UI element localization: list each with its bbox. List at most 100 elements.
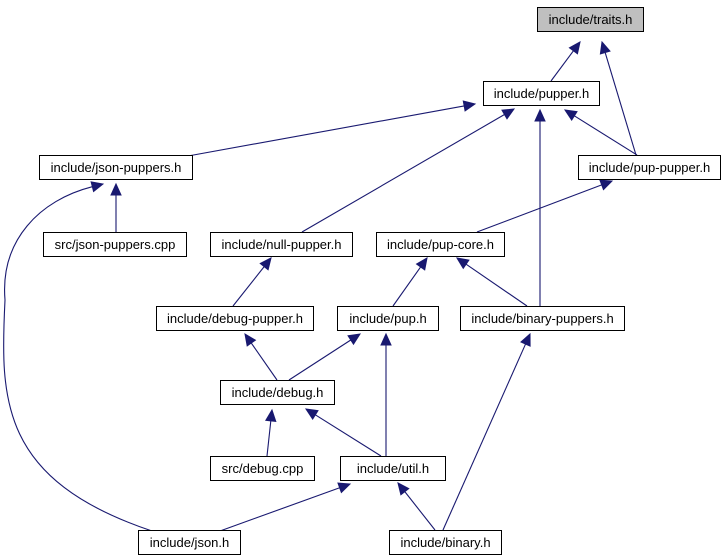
edge-json-to-json-puppers [3, 181, 153, 532]
edge-binary-puppers-to-pupper [534, 108, 546, 306]
edge-line [288, 339, 352, 381]
node-pup-core[interactable]: include/pup-core.h [376, 232, 505, 257]
arrow-head [265, 408, 277, 423]
node-pup[interactable]: include/pup.h [337, 306, 439, 331]
node-binary-puppers[interactable]: include/binary-puppers.h [460, 306, 625, 331]
edge-line [550, 50, 574, 82]
node-box [537, 7, 644, 32]
edge-line [574, 115, 638, 156]
edge-debug-to-debug-pupper [244, 333, 278, 381]
edge-line [604, 52, 637, 156]
node-label: include/pup.h [349, 311, 426, 326]
node-box [220, 380, 335, 405]
edge-json-to-util [219, 482, 352, 532]
arrow-head [380, 332, 392, 346]
edge-pup-core-to-pup-pupper [476, 179, 614, 233]
node-pup-pupper[interactable]: include/pup-pupper.h [578, 155, 721, 180]
node-box [483, 81, 600, 106]
node-box [376, 232, 505, 257]
arrow-head [90, 181, 105, 193]
node-box [39, 155, 193, 180]
node-label: src/json-puppers.cpp [55, 237, 176, 252]
node-box [138, 530, 241, 555]
arrow-head [397, 482, 410, 496]
edge-src-debug-to-debug [265, 408, 277, 457]
node-box [337, 306, 439, 331]
arrow-head [337, 482, 352, 494]
node-label: include/traits.h [549, 12, 633, 27]
edge-src-json-puppers-to-json-puppers [110, 182, 122, 232]
node-label: include/debug.h [232, 385, 324, 400]
edge-binary-to-util [397, 482, 436, 531]
node-json-puppers[interactable]: include/json-puppers.h [39, 155, 193, 180]
arrow-head [599, 40, 611, 55]
arrow-head [568, 41, 581, 55]
node-label: include/util.h [357, 461, 429, 476]
node-box [389, 530, 502, 555]
edge-pup-pupper-to-traits [599, 40, 637, 156]
node-debug-pupper[interactable]: include/debug-pupper.h [156, 306, 314, 331]
edge-line [187, 105, 465, 157]
edge-line [219, 487, 340, 532]
edge-debug-to-pup [288, 333, 362, 381]
edge-line [404, 491, 436, 531]
edge-pupper-to-traits [550, 41, 581, 82]
arrow-head [259, 257, 272, 271]
node-label: src/debug.cpp [222, 461, 304, 476]
edge-binary-puppers-to-pup-core [456, 257, 528, 307]
edge-debug-pupper-to-null-pupper [232, 257, 272, 307]
edge-line [266, 420, 272, 457]
edge-line [476, 184, 602, 233]
edge-null-pupper-to-pupper [301, 108, 516, 233]
arrow-head [415, 257, 428, 271]
arrow-head [520, 332, 531, 347]
node-label: include/json.h [150, 535, 230, 550]
node-util[interactable]: include/util.h [340, 456, 446, 481]
edge-line [392, 266, 422, 307]
arrow-head [244, 333, 257, 347]
edge-binary-to-binary-puppers [442, 332, 531, 531]
edge-line [3, 186, 153, 532]
node-box [210, 456, 315, 481]
node-label: include/binary-puppers.h [471, 311, 613, 326]
arrow-head [599, 179, 614, 191]
node-label: include/debug-pupper.h [167, 311, 303, 326]
edge-line [442, 343, 527, 531]
arrow-head [462, 100, 477, 112]
edge-pup-pupper-to-pupper [563, 109, 638, 156]
edge-line [250, 342, 278, 381]
node-box [43, 232, 187, 257]
node-src-debug[interactable]: src/debug.cpp [210, 456, 315, 481]
node-src-json-puppers[interactable]: src/json-puppers.cpp [43, 232, 187, 257]
arrow-head [304, 408, 319, 421]
node-label: include/binary.h [400, 535, 490, 550]
node-pupper[interactable]: include/pupper.h [483, 81, 600, 106]
arrow-head [456, 257, 470, 270]
edge-pup-to-pup-core [392, 257, 428, 307]
node-label: include/pup-core.h [387, 237, 494, 252]
arrow-head [110, 182, 122, 196]
arrow-head [347, 333, 362, 346]
node-label: include/pupper.h [494, 86, 589, 101]
edge-util-to-debug [304, 408, 382, 457]
node-box [210, 232, 353, 257]
edge-util-to-pup [380, 332, 392, 456]
edge-line [465, 263, 528, 307]
edge-line [301, 114, 505, 233]
node-binary[interactable]: include/binary.h [389, 530, 502, 555]
arrow-head [534, 108, 546, 122]
node-box [156, 306, 314, 331]
edge-line [315, 414, 382, 457]
node-traits[interactable]: include/traits.h [537, 7, 644, 32]
node-layer: include/traits.h include/pupper.h include/… [39, 7, 721, 555]
node-label: include/pup-pupper.h [589, 160, 710, 175]
node-json[interactable]: include/json.h [138, 530, 241, 555]
edge-line [232, 266, 265, 307]
node-box [460, 306, 625, 331]
edge-layer [3, 40, 638, 532]
arrow-head [563, 109, 578, 121]
node-debug[interactable]: include/debug.h [220, 380, 335, 405]
edge-json-puppers-to-pupper [187, 100, 477, 157]
node-null-pupper[interactable]: include/null-pupper.h [210, 232, 353, 257]
